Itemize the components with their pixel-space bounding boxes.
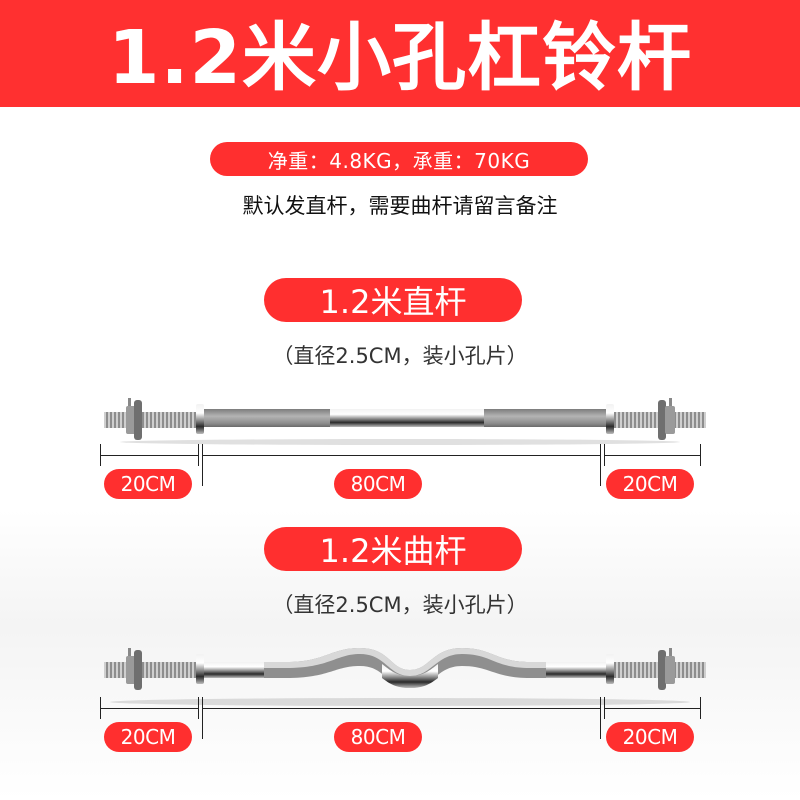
dimension-line [100,708,198,709]
dimension-line [202,455,600,456]
straight-bar-title-badge: 1.2米直杆 [264,278,522,322]
left-sleeve-length: 20CM [104,469,192,499]
dimension-tick [202,697,203,739]
dimension-tick [198,697,199,719]
right-sleeve-length: 20CM [606,469,694,499]
curved-bar-dimensions: 20CM 80CM 20CM [0,697,800,752]
dimension-tick [700,697,701,719]
dimension-line [604,708,700,709]
curved-bar-title-badge: 1.2米曲杆 [264,527,522,571]
dimension-line [202,708,600,709]
curved-bar-title: 1.2米曲杆 [319,532,467,570]
dimension-line [100,455,198,456]
dimension-tick [600,444,601,486]
default-note: 默认发直杆，需要曲杆请留言备注 [242,194,558,218]
header-banner: 1.2米小孔杠铃杆 [0,0,800,107]
straight-barbell-icon [104,398,706,445]
straight-bar-dimensions: 20CM 80CM 20CM [0,444,800,499]
page-title: 1.2米小孔杠铃杆 [107,15,693,101]
curved-barbell-icon [104,648,706,706]
dimension-tick [198,444,199,466]
shaft-length: 80CM [334,469,422,499]
curved-bar-detail: （直径2.5CM，装小孔片） [272,593,528,617]
curved-bar-image [90,640,710,710]
spec-badge: 净重：4.8KG，承重：70KG [210,142,588,176]
straight-bar-title: 1.2米直杆 [319,283,467,321]
dimension-tick [600,697,601,739]
straight-bar-detail: （直径2.5CM，装小孔片） [272,344,528,368]
dimension-tick [700,444,701,466]
dimension-tick [202,444,203,486]
left-sleeve-length: 20CM [104,722,192,752]
dimension-line [604,455,700,456]
shaft-length: 80CM [334,722,422,752]
right-sleeve-length: 20CM [606,722,694,752]
spec-text: 净重：4.8KG，承重：70KG [267,148,531,173]
straight-bar-image [90,388,710,448]
